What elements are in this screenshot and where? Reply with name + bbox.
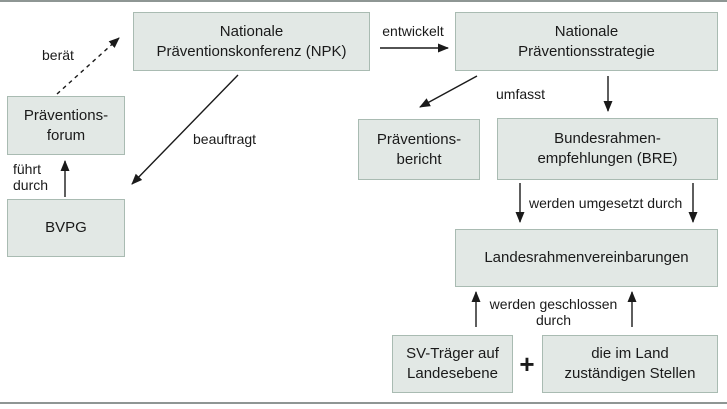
bottom-divider-rule — [0, 402, 727, 404]
node-landesrahmenvereinbarungen: Landesrahmenvereinbarungen — [455, 229, 718, 287]
node-im-land-zustaendige-stellen: die im Land zuständigen Stellen — [542, 335, 718, 393]
edge-label-umfasst: umfasst — [496, 86, 546, 102]
arrow-beauftragt-npk-to-bvpg — [131, 74, 239, 185]
node-praeventionsbericht: Präventions- bericht — [358, 119, 480, 180]
node-praeventionsforum: Präventions- forum — [7, 96, 125, 155]
top-divider-rule — [0, 0, 727, 2]
edge-label-fuehrt-durch: führt durch — [13, 161, 49, 193]
edge-label-werden-geschlossen-durch: werden geschlossen durch — [489, 296, 618, 328]
node-nationale-praeventionskonferenz: Nationale Präventionskonferenz (NPK) — [133, 12, 370, 71]
edge-label-beraet: berät — [42, 47, 74, 63]
node-sv-traeger-auf-landesebene: SV-Träger auf Landesebene — [392, 335, 513, 393]
edge-label-beauftragt: beauftragt — [193, 131, 257, 147]
node-nationale-praeventionsstrategie: Nationale Präventionsstrategie — [455, 12, 718, 71]
node-bvpg: BVPG — [7, 199, 125, 257]
edge-label-entwickelt: entwickelt — [382, 23, 444, 39]
plus-sign: + — [519, 349, 535, 379]
edge-label-werden-umgesetzt-durch: werden umgesetzt durch — [529, 195, 683, 211]
arrow-umfasst-strategie-to-bericht — [419, 75, 478, 108]
node-bundesrahmenempfehlungen: Bundesrahmen- empfehlungen (BRE) — [497, 118, 718, 180]
